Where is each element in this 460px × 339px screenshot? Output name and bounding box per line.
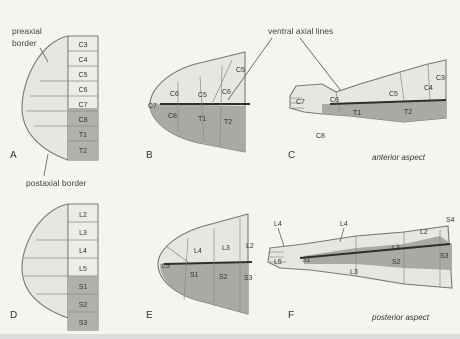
lbl-c-3: C5 xyxy=(389,91,398,98)
panel-letter-c: C xyxy=(288,150,295,161)
seg-d-3: L4 xyxy=(79,248,87,255)
lbl-f-10: L3 xyxy=(350,269,358,276)
lbl-e-7: S3 xyxy=(244,275,253,282)
panel-a: C3 C4 C5 C6 C7 C8 T1 T2 preaxial border … xyxy=(10,26,98,188)
seg-a-3: C5 xyxy=(79,72,88,79)
lbl-f-5: S1 xyxy=(302,257,311,264)
lbl-f-4: L5 xyxy=(274,259,282,266)
posterior-aspect-label: posterior aspect xyxy=(371,313,430,322)
lbl-f-6: L3 xyxy=(392,245,400,252)
limb-bud-a xyxy=(22,36,68,160)
lbl-e-4: L5 xyxy=(162,263,170,270)
lbl-e-3: L2 xyxy=(246,243,254,250)
lbl-f-2: L4 xyxy=(340,221,348,228)
lbl-b-5: C7 xyxy=(148,103,157,110)
postaxial-label: postaxial border xyxy=(26,178,87,188)
lbl-b-6: C8 xyxy=(168,113,177,120)
lbl-f-3: S4 xyxy=(446,217,455,224)
panel-f: L4 L4 S4 L5 S1 L3 S2 S3 L2 L3 F posterio… xyxy=(268,217,455,322)
seg-a-7: T1 xyxy=(79,132,87,139)
seg-a-2: C4 xyxy=(79,57,88,64)
lbl-b-2: C6 xyxy=(170,91,179,98)
ventral-axial-label: ventral axial lines xyxy=(268,26,333,36)
lbl-c-2: C4 xyxy=(424,85,433,92)
panel-letter-d: D xyxy=(10,310,17,321)
preaxial-label-2: border xyxy=(12,38,37,48)
lbl-b-7: T1 xyxy=(198,116,206,123)
lbl-c-1: C3 xyxy=(436,75,445,82)
lbl-c-6: T1 xyxy=(353,110,361,117)
seg-a-5: C7 xyxy=(79,102,88,109)
lbl-e-1: L4 xyxy=(194,248,202,255)
anterior-aspect-label: anterior aspect xyxy=(372,153,426,162)
seg-a-6: C8 xyxy=(79,117,88,124)
seg-d-5: S1 xyxy=(79,284,88,291)
panel-letter-a: A xyxy=(10,150,17,161)
lbl-c-5: C7 xyxy=(296,99,305,106)
seg-a-1: C3 xyxy=(79,42,88,49)
seg-a-4: C6 xyxy=(79,87,88,94)
panel-letter-b: B xyxy=(146,150,153,161)
lbl-c-8: C8 xyxy=(316,133,325,140)
seg-d-7: S3 xyxy=(79,320,88,327)
panel-letter-f: F xyxy=(288,310,294,321)
lbl-b-4: C6 xyxy=(222,89,231,96)
lbl-f-1: L4 xyxy=(274,221,282,228)
seg-d-1: L2 xyxy=(79,212,87,219)
preaxial-label: preaxial xyxy=(12,26,42,36)
limb-e-dark xyxy=(160,262,248,314)
panel-c: C3 C4 C5 C6 C7 T1 T2 C8 C anterior aspec… xyxy=(288,60,446,162)
lbl-b-1: C5 xyxy=(236,67,245,74)
seg-a-8: T2 xyxy=(79,148,87,155)
lbl-e-2: L3 xyxy=(222,245,230,252)
panel-letter-e: E xyxy=(146,310,153,321)
limb-bud-d xyxy=(22,204,68,318)
panel-d: L2 L3 L4 L5 S1 S2 S3 D xyxy=(10,204,98,330)
lbl-f-7: S2 xyxy=(392,259,401,266)
seg-d-4: L5 xyxy=(79,266,87,273)
panel-e: L4 L3 L2 L5 S1 S2 S3 E xyxy=(146,214,254,321)
seg-d-6: S2 xyxy=(79,302,88,309)
lbl-e-5: S1 xyxy=(190,272,199,279)
lbl-b-3: C5 xyxy=(198,92,207,99)
lbl-b-8: T2 xyxy=(224,119,232,126)
lbl-f-9: L2 xyxy=(420,229,428,236)
lbl-c-4: C6 xyxy=(330,97,339,104)
seg-d-2: L3 xyxy=(79,230,87,237)
lbl-c-7: T2 xyxy=(404,109,412,116)
lbl-f-8: S3 xyxy=(440,253,449,260)
lbl-e-6: S2 xyxy=(219,274,228,281)
